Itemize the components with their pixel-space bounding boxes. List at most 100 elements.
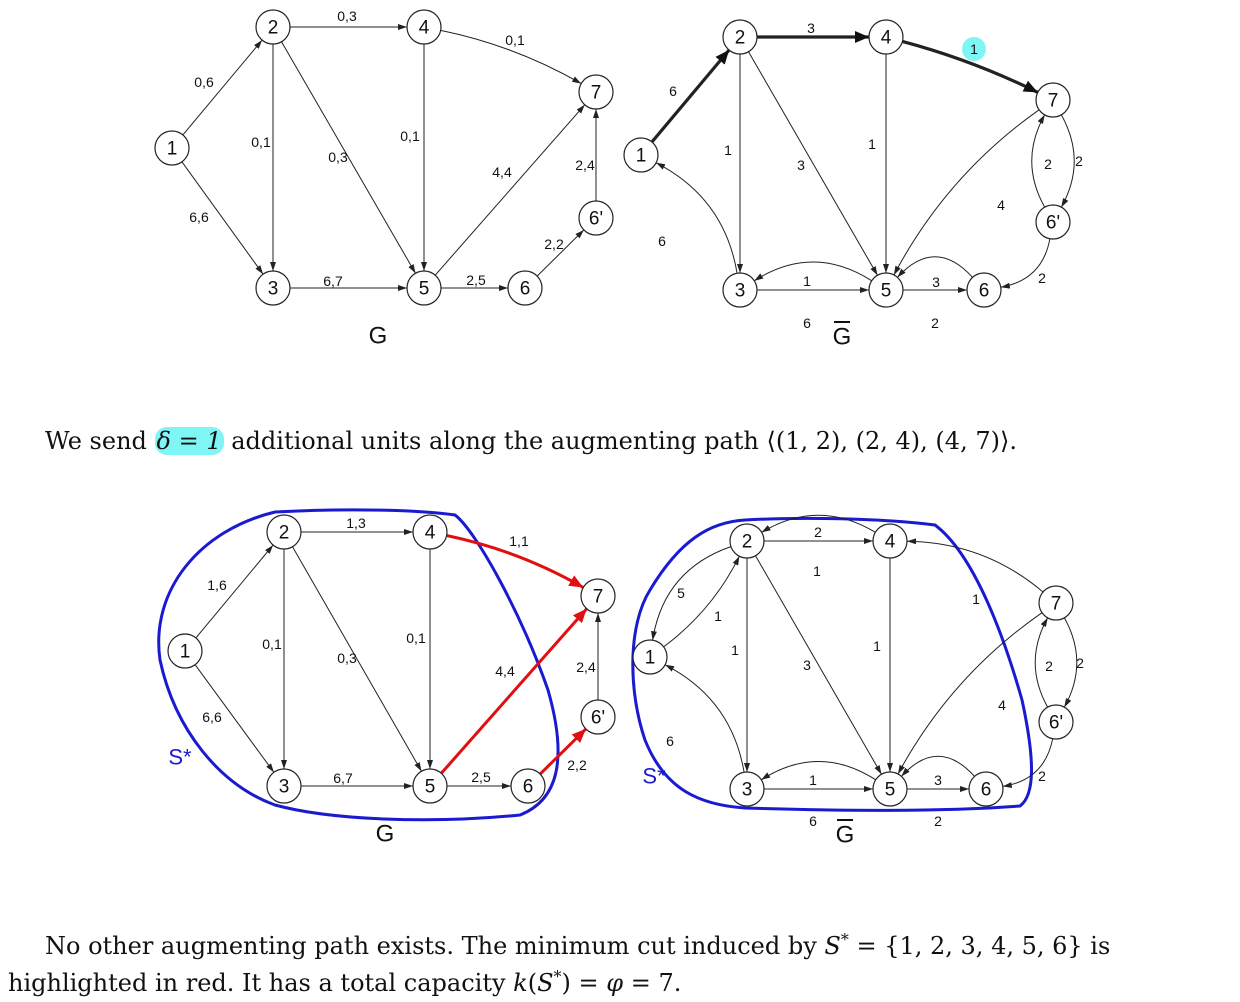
residual-top-edge-7-5 (893, 109, 1040, 276)
residual-bottom-edge-label-7-4: 1 (972, 591, 980, 607)
flow-top-node-6: 6 (507, 270, 543, 306)
residual-bottom-node-3-circle (729, 771, 765, 807)
flow-top-edge-label-5-6: 2,5 (466, 272, 486, 288)
flow-bottom-edge-label-1-2: 1,6 (207, 577, 227, 593)
residual-top-edge-label-7-6p: 2 (1044, 156, 1052, 172)
flow-top-node-4-circle (406, 9, 442, 45)
residual-top-node-4-label: 4 (881, 28, 892, 49)
flow-bottom-edge-label-3-5: 6,7 (333, 770, 353, 786)
flow-top-node-7: 7 (578, 74, 614, 110)
flow-top-title: G (369, 323, 388, 350)
flow-bottom-edge-label-2-4: 1,3 (346, 515, 366, 531)
flow-bottom-node-2-circle (266, 514, 302, 550)
flow-bottom-edge-6-6p (539, 727, 587, 776)
cut-boundary-residual-bottom (631, 516, 1033, 812)
flow-bottom-node-6: 6 (510, 768, 546, 804)
flow-bottom-edge-1-2 (195, 544, 274, 639)
flow-bottom-node-6p-circle (580, 699, 616, 735)
residual-bottom-edge-label-5-6: 3 (934, 772, 942, 788)
flow-top-node-6p: 6' (578, 200, 614, 236)
residual-top-edge-label-6-5: 2 (931, 315, 939, 331)
residual-top-node-3-circle (722, 272, 758, 308)
flow-top-node-1-label: 1 (167, 139, 178, 160)
residual-bottom-edge-label-4-5: 1 (873, 638, 881, 654)
flow-top-node-7-label: 7 (591, 83, 602, 104)
residual-top-node-7-circle (1035, 82, 1071, 118)
augment-text-start: We send (45, 427, 155, 455)
residual-bottom-edge-6p-7 (1034, 617, 1049, 708)
flow-bottom-node-4-circle (412, 514, 448, 550)
flow-top-node-4: 4 (406, 9, 442, 45)
residual-top-node-6: 6 (966, 272, 1002, 308)
residual-top-node-7: 7 (1035, 82, 1071, 118)
residual-bottom-node-1-label: 1 (645, 648, 656, 669)
residual-top-node-2: 2 (722, 19, 758, 55)
flow-top-edge-2-5 (281, 41, 416, 274)
residual-bottom-node-3: 3 (729, 771, 765, 807)
cut-set-star: * (840, 930, 849, 949)
residual-top-node-5-circle (868, 272, 904, 308)
flow-bottom-edge-label-2-5: 0,3 (337, 650, 357, 666)
flow-bottom-node-6-circle (510, 768, 546, 804)
residual-bottom-node-6p-circle (1038, 704, 1074, 740)
flow-bottom-node-4: 4 (412, 514, 448, 550)
residual-bottom-edge-6p-6 (1002, 738, 1054, 788)
flow-top-edge-label-2-4: 0,3 (337, 8, 357, 24)
residual-bottom-node-2: 2 (729, 523, 765, 559)
flow-bottom-edge-5-7 (440, 607, 588, 775)
residual-top-node-1-circle (623, 137, 659, 173)
residual-bottom-node-2-circle (729, 523, 765, 559)
residual-bottom-cut-label: S* (642, 764, 666, 789)
residual-bottom-edge-label-1-2: 5 (677, 585, 685, 601)
residual-bottom-edge-2-5 (755, 555, 882, 775)
flow-bottom-node-6p: 6' (580, 699, 616, 735)
residual-bottom-edge-2-1 (651, 546, 732, 641)
residual-bottom-edge-label-2-3: 1 (731, 642, 739, 658)
residual-top-node-6-label: 6 (979, 281, 990, 302)
residual-bottom-edge-label-4-2: 1 (813, 563, 821, 579)
flow-top-edge-1-2 (182, 39, 263, 136)
flow-bottom-title: G (376, 821, 395, 848)
residual-top-edge-6p-7 (1031, 114, 1046, 208)
flow-top-node-4-label: 4 (419, 18, 430, 39)
flow-top-node-6p-circle (578, 200, 614, 236)
residual-top-node-1: 1 (623, 137, 659, 173)
flow-top-edge-label-4-7: 0,1 (505, 32, 525, 48)
residual-top-edge-6p-6 (1000, 238, 1051, 289)
cut-set-members: = {1, 2, 3, 4, 5, 6} is (848, 932, 1111, 960)
flow-top-edge-label-1-2: 0,6 (194, 74, 214, 90)
residual-top-edge-label-2-5: 3 (797, 157, 805, 173)
residual-bottom-node-5: 5 (872, 771, 908, 807)
flow-top-node-1: 1 (154, 130, 190, 166)
flow-bottom-edge-label-6-6p: 2,2 (567, 757, 587, 773)
residual-bottom-title: G (836, 822, 855, 849)
flow-top-edge-label-2-5: 0,3 (328, 149, 348, 165)
residual-bottom-edge-label-7-5: 4 (998, 697, 1006, 713)
residual-bottom-edge-label-6-5: 2 (934, 813, 942, 829)
flow-bottom-edge-4-7 (446, 534, 585, 589)
residual-top-edge-3-1 (655, 162, 738, 274)
residual-top-node-2-label: 2 (735, 28, 746, 49)
residual-bottom-node-6: 6 (968, 771, 1004, 807)
flow-top-node-6-label: 6 (520, 279, 531, 300)
residual-top-edge-label-6p-7: 2 (1075, 153, 1083, 169)
conclusion-line-1: No other augmenting path exists. The min… (0, 921, 1240, 965)
residual-bottom-node-6p: 6' (1038, 704, 1074, 740)
flow-top-edge-1-3 (181, 161, 264, 275)
residual-bottom-edge-label-3-5: 1 (809, 772, 817, 788)
residual-top-edge-label-highlight (962, 37, 986, 61)
residual-top-node-3-label: 3 (735, 281, 746, 302)
residual-top-node-6p-label: 6' (1046, 213, 1060, 234)
residual-bottom-node-7-label: 7 (1051, 594, 1062, 615)
residual-bottom-node-4-label: 4 (885, 532, 896, 553)
capacity-text-start: highlighted in red. It has a total capac… (8, 969, 514, 997)
flow-top-edge-label-4-5: 0,1 (400, 128, 420, 144)
flow-bottom-node-6p-label: 6' (591, 708, 605, 729)
flow-bottom-node-1: 1 (167, 633, 203, 669)
flow-bottom-edge-label-5-7: 4,4 (495, 663, 515, 679)
residual-top-edge-2-5 (748, 51, 878, 276)
residual-top-node-6p-circle (1035, 204, 1071, 240)
conclusion-text-start: No other augmenting path exists. The min… (45, 932, 825, 960)
flow-top-node-7-circle (578, 74, 614, 110)
residual-top-title: G (833, 324, 852, 351)
